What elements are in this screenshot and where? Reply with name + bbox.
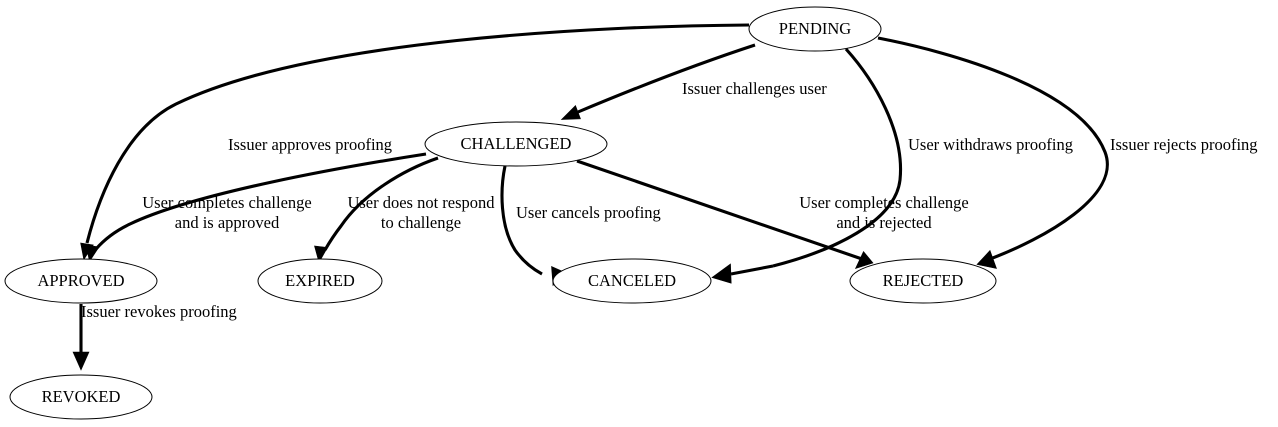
edge-label-user-completes-rejected-line2: and is rejected <box>836 213 932 232</box>
node-label-approved: APPROVED <box>37 271 124 290</box>
node-ellipse-challenged <box>424 121 608 167</box>
node-label-expired: EXPIRED <box>285 271 355 290</box>
arrowhead-canceled-from-pending <box>711 263 732 284</box>
node-expired[interactable]: EXPIRED <box>257 258 383 304</box>
edge-label-user-no-respond-line1: User does not respond <box>347 193 495 212</box>
node-ellipse-approved <box>4 258 158 304</box>
edge-pending-to-canceled[interactable]: User withdraws proofing <box>711 47 1073 284</box>
edge-label-user-withdraws-proofing: User withdraws proofing <box>908 135 1073 154</box>
edge-path-challenged-rejected <box>576 159 863 261</box>
edge-path-challenged-canceled <box>500 165 543 276</box>
edge-label-issuer-approves-proofing: Issuer approves proofing <box>228 135 392 154</box>
node-revoked[interactable]: REVOKED <box>9 374 153 420</box>
node-rejected[interactable]: REJECTED <box>849 258 997 304</box>
edge-path-pending-rejected <box>877 36 1109 261</box>
node-ellipse-pending <box>748 6 882 52</box>
edge-label-issuer-challenges-user: Issuer challenges user <box>682 79 827 98</box>
arrowhead-challenged-from-pending <box>560 105 581 120</box>
node-pending[interactable]: PENDING <box>748 6 882 52</box>
edge-label-issuer-revokes-proofing: Issuer revokes proofing <box>81 302 237 321</box>
edge-challenged-to-rejected[interactable]: User completes challenge and is rejected <box>576 159 969 269</box>
edge-label-user-cancels-proofing: User cancels proofing <box>516 203 661 222</box>
node-ellipse-rejected <box>849 258 997 304</box>
edge-path-pending-canceled-tail <box>730 264 774 276</box>
node-ellipse-revoked <box>9 374 153 420</box>
edge-path-pending-canceled <box>772 47 903 268</box>
node-label-revoked: REVOKED <box>42 387 121 406</box>
node-label-canceled: CANCELED <box>588 271 676 290</box>
edge-label-user-completes-approved-line2: and is approved <box>175 213 280 232</box>
node-label-rejected: REJECTED <box>883 271 964 290</box>
edge-challenged-to-expired[interactable]: User does not respond to challenge <box>314 156 496 264</box>
edge-label-issuer-rejects-proofing: Issuer rejects proofing <box>1110 135 1258 154</box>
node-label-challenged: CHALLENGED <box>461 134 572 153</box>
arrowhead-rejected-from-challenged <box>854 250 874 269</box>
edge-path-challenged-approved <box>94 152 427 251</box>
node-approved[interactable]: APPROVED <box>4 258 158 304</box>
node-ellipse-canceled <box>552 258 712 304</box>
arrowhead-expired-from-challenged <box>314 245 328 264</box>
edge-path-pending-approved <box>85 23 750 244</box>
edge-path-pending-challenged <box>577 43 756 114</box>
edge-label-user-completes-rejected-line1: User completes challenge <box>799 193 969 212</box>
node-ellipse-expired <box>257 258 383 304</box>
edge-label-user-completes-approved-line1: User completes challenge <box>142 193 312 212</box>
edge-approved-to-revoked[interactable]: Issuer revokes proofing <box>72 302 237 371</box>
arrowhead-revoked-from-approved <box>72 351 90 371</box>
edge-pending-to-approved[interactable]: Issuer approves proofing <box>80 23 750 261</box>
edge-challenged-to-approved[interactable]: User completes challenge and is approved <box>85 152 427 263</box>
arrowhead-approved-from-challenged <box>85 244 100 263</box>
edge-pending-to-challenged[interactable]: Issuer challenges user <box>560 43 828 120</box>
node-label-pending: PENDING <box>779 19 851 38</box>
edge-path-challenged-expired <box>323 156 439 251</box>
arrowhead-rejected-from-pending <box>976 249 997 269</box>
node-canceled[interactable]: CANCELED <box>552 258 712 304</box>
edge-pending-to-rejected[interactable]: Issuer rejects proofing <box>877 36 1258 269</box>
edge-label-user-no-respond-line2: to challenge <box>381 213 461 232</box>
node-challenged[interactable]: CHALLENGED <box>424 121 608 167</box>
